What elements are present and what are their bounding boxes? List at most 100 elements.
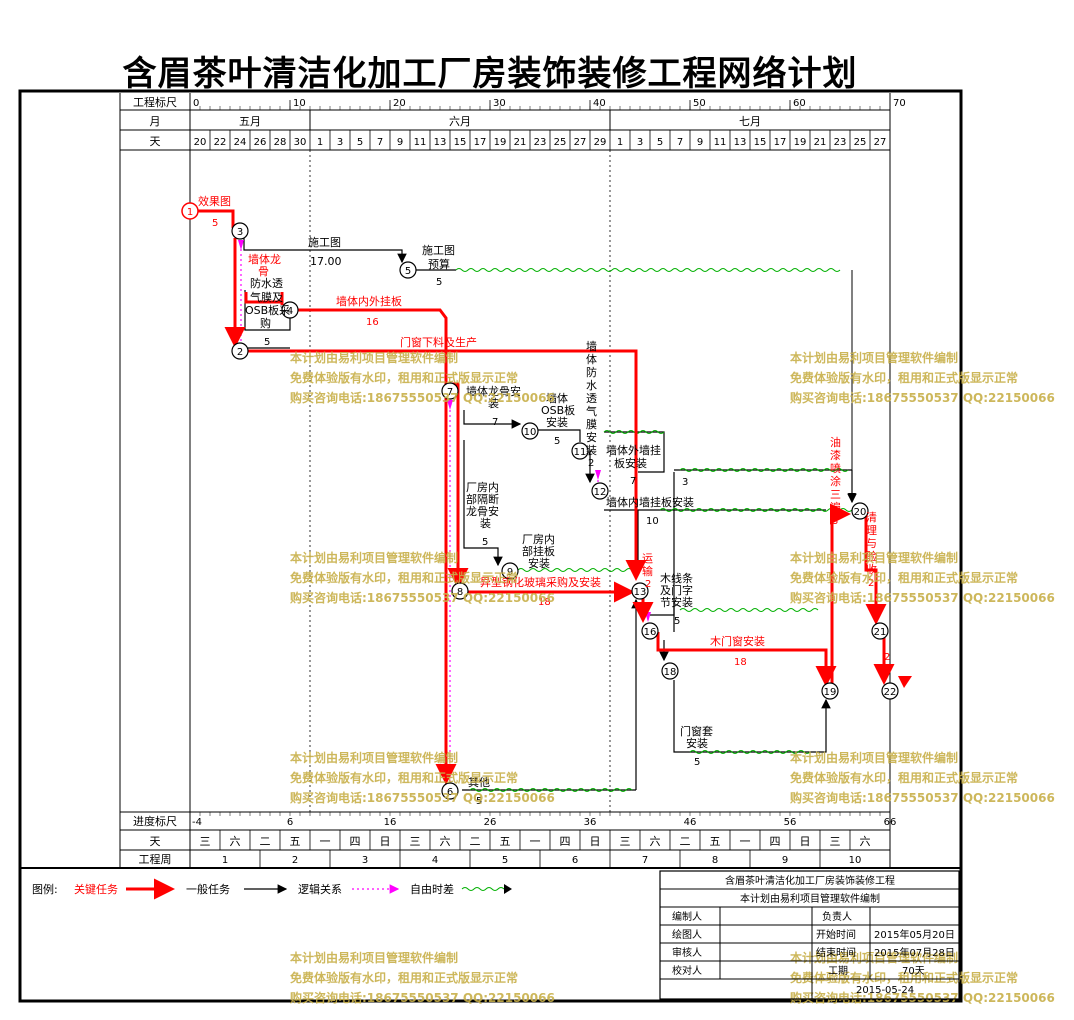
svg-text:5: 5	[405, 266, 411, 277]
watermark-text: 本计划由易利项目管理软件编制	[790, 350, 958, 365]
task-label: 安装	[546, 415, 568, 429]
month-may: 五月	[239, 115, 261, 128]
day-cell: 22	[214, 137, 227, 148]
task-label: 部隔断	[466, 492, 499, 506]
node-11[interactable]: 11	[571, 442, 589, 460]
watermark-text: 购买咨询电话:18675550537 QQ:22150066	[790, 390, 1055, 405]
node-22[interactable]: 22	[881, 682, 899, 700]
watermark-text: 免费体验版有水印，租用和正式版显示正常	[790, 770, 1018, 785]
ruler-tick: 40	[593, 98, 606, 109]
node-4[interactable]: 4	[281, 301, 299, 319]
node-14[interactable]: 16	[641, 622, 659, 640]
day-cell: 27	[574, 137, 587, 148]
node-8[interactable]: 8	[451, 582, 469, 600]
ruler-tick: 60	[793, 98, 806, 109]
weekday-cell: 三	[830, 835, 841, 848]
node-13[interactable]: 13	[631, 582, 649, 600]
day-cell: 5	[657, 137, 663, 148]
task-duration: 3	[682, 477, 688, 488]
day-cell: 3	[337, 137, 343, 148]
weekday-scale: 三六二五一四日三六二五一四日三六二五一四日三六	[189, 830, 871, 850]
node-21[interactable]: 21	[871, 622, 889, 640]
task-label: 气膜及	[250, 290, 283, 304]
node-5[interactable]: 5	[399, 261, 417, 279]
svg-text:13: 13	[634, 587, 647, 598]
weekday-cell: 日	[800, 835, 811, 848]
task-duration: 10	[646, 516, 659, 527]
task-label: 预算	[428, 257, 450, 271]
task-label: 门窗套	[680, 724, 713, 738]
week-cell: 8	[712, 855, 718, 866]
progress-tick: 26	[484, 817, 497, 828]
weekday-cell: 六	[440, 835, 451, 848]
svg-text:防: 防	[586, 365, 597, 379]
day-cell: 5	[357, 137, 363, 148]
week-label: 工程周	[139, 853, 172, 866]
svg-text:透: 透	[586, 392, 597, 405]
node-3[interactable]: 3	[231, 222, 249, 240]
node-20[interactable]: 20	[851, 502, 869, 520]
legend-label: 图例:	[32, 882, 58, 896]
svg-text:安: 安	[586, 430, 597, 444]
watermark-text: 本计划由易利项目管理软件编制	[290, 550, 458, 565]
svg-text:涂: 涂	[830, 474, 841, 488]
weekday-cell: 五	[290, 835, 301, 848]
day-cell: 1	[617, 137, 623, 148]
ruler-tick: 70	[893, 98, 906, 109]
owner-label: 负责人	[822, 910, 852, 923]
task-label: 异型钢化玻璃采购及安装	[480, 575, 601, 589]
progress-tick: 36	[584, 817, 597, 828]
watermark-text: 购买咨询电话:18675550537 QQ:22150066	[790, 590, 1055, 605]
svg-text:21: 21	[874, 627, 887, 638]
weekday-cell: 三	[410, 835, 421, 848]
duration-label: 工期	[828, 965, 848, 977]
svg-text:4: 4	[287, 306, 293, 317]
legend-float: 自由时差	[410, 882, 454, 896]
checker-label: 校对人	[672, 964, 702, 977]
node-12[interactable]: 12	[591, 482, 609, 500]
task-label: 装	[480, 517, 491, 530]
svg-text:油: 油	[830, 435, 841, 449]
svg-text:7: 7	[447, 387, 453, 398]
task-duration: 5	[264, 337, 270, 348]
node-6[interactable]: 6	[441, 782, 459, 800]
node-2[interactable]: 2	[231, 342, 249, 360]
ruler-tick: 30	[493, 98, 506, 109]
svg-text:19: 19	[824, 687, 837, 698]
svg-text:理: 理	[866, 524, 877, 537]
day-cell: 24	[234, 137, 247, 148]
svg-text:3: 3	[237, 227, 243, 238]
day-cell: 15	[454, 137, 467, 148]
task-duration: 5	[554, 436, 560, 447]
vertical-task-label: 墙 体 防 水 透 气 膜 安 装	[586, 339, 597, 457]
svg-text:3: 3	[832, 516, 838, 527]
progress-tick: -4	[192, 817, 202, 828]
week-cell: 6	[572, 855, 578, 866]
svg-text:16: 16	[644, 627, 657, 638]
task-label: 墙体	[546, 391, 568, 405]
day-cell: 21	[514, 137, 527, 148]
task-duration: 7	[630, 476, 636, 487]
day-cell: 25	[554, 137, 567, 148]
node-10[interactable]: 10	[521, 422, 539, 440]
weekday-cell: 日	[380, 835, 391, 848]
svg-text:验: 验	[866, 549, 877, 563]
task-label: 购	[260, 316, 271, 330]
task-label: 墙体内墙挂板安装	[606, 495, 694, 509]
progress-tick: 6	[287, 817, 293, 828]
svg-text:漆: 漆	[830, 449, 841, 462]
watermark-text: 购买咨询电话:18675550537 QQ:22150066	[290, 990, 555, 1005]
vertical-task-label: 清 理 与 验 收 2	[866, 511, 877, 589]
svg-text:三: 三	[830, 488, 841, 501]
node-7[interactable]: 7	[441, 382, 459, 400]
node-16[interactable]: 18	[661, 662, 679, 680]
duration-value: 70天	[902, 966, 925, 977]
month-july: 七月	[739, 115, 761, 128]
task-duration: 5	[694, 757, 700, 768]
node-1[interactable]: 1	[181, 202, 199, 220]
node-9[interactable]: 9	[501, 562, 519, 580]
svg-text:装: 装	[586, 444, 597, 457]
node-19[interactable]: 19	[821, 682, 839, 700]
